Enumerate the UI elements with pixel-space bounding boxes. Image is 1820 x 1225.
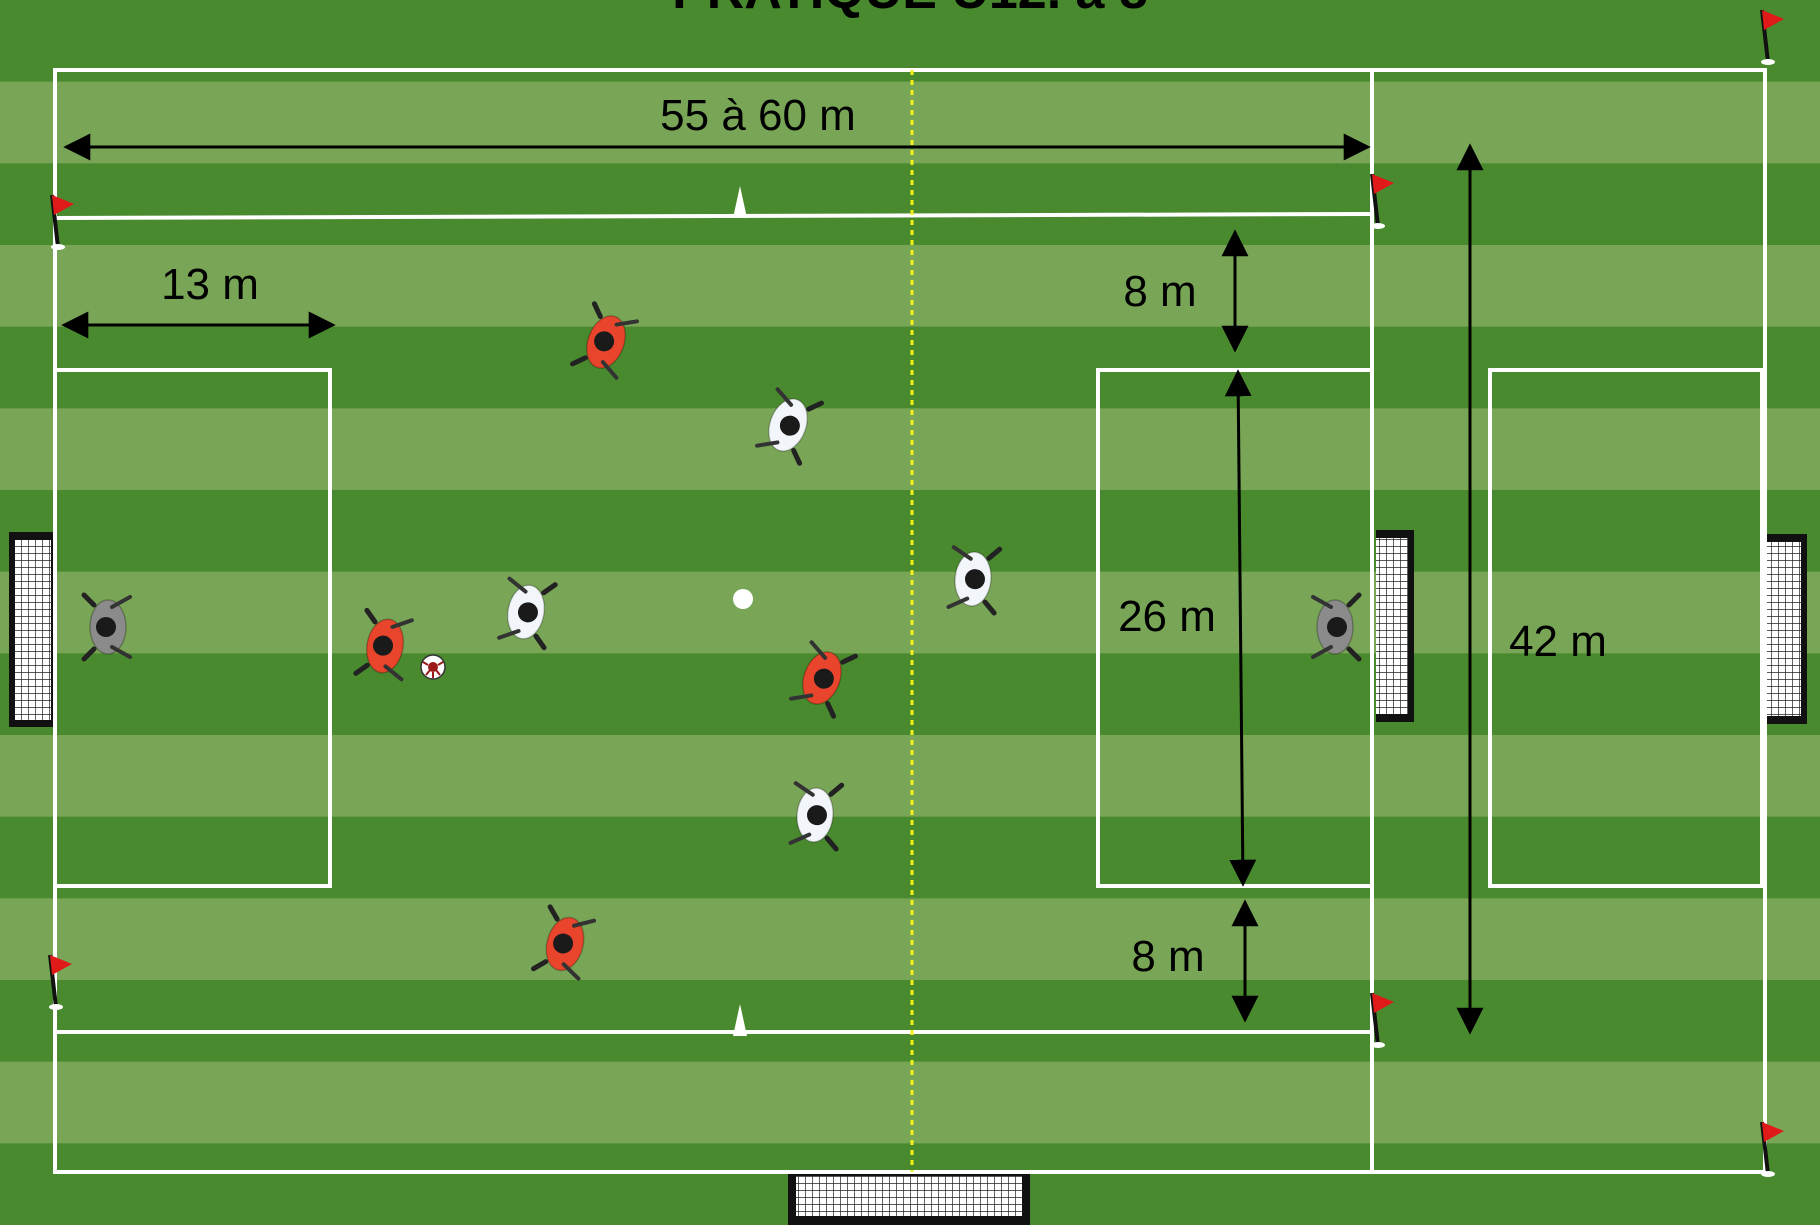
pitch-width-label: 42 m	[1509, 617, 1607, 666]
bottom-gap-label: 8 m	[1131, 932, 1204, 981]
goal-net-icon	[796, 1176, 1022, 1216]
grass-stripe	[0, 735, 1820, 818]
top-gap-label: 8 m	[1123, 267, 1196, 316]
bottom-goal	[788, 1174, 1030, 1225]
grass-stripe	[0, 245, 1820, 328]
goal-net-icon	[1376, 538, 1408, 714]
grass-stripe	[0, 980, 1820, 1063]
left-goal	[9, 532, 53, 727]
goal-net-icon	[1767, 542, 1801, 716]
grass-stripe	[0, 1062, 1820, 1145]
grass-stripe	[0, 82, 1820, 165]
area-width-label: 26 m	[1118, 592, 1216, 641]
far-right-goal	[1767, 534, 1807, 724]
center-goal	[1376, 530, 1414, 722]
center-spot	[733, 589, 753, 609]
grass-stripe	[0, 898, 1820, 981]
area-depth-label: 13 m	[161, 260, 259, 309]
length-label: 55 à 60 m	[660, 91, 856, 140]
drill-title: PRATIQUE U12. à 8	[672, 0, 1148, 20]
soccer-ball-icon	[421, 655, 445, 679]
grass-stripe	[0, 490, 1820, 573]
grass-stripe	[0, 163, 1820, 246]
goal-net-icon	[15, 540, 51, 720]
grass-stripe	[0, 408, 1820, 491]
